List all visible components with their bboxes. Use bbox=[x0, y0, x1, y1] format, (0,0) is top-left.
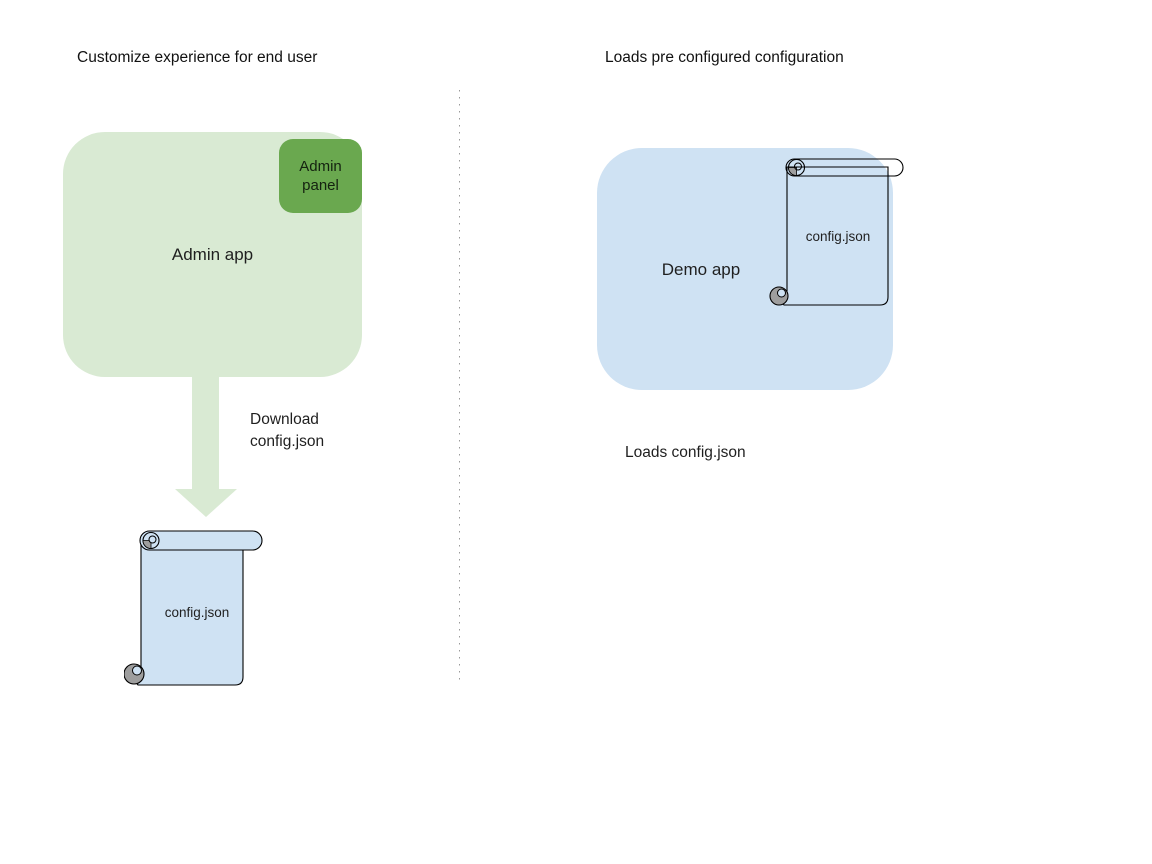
demo-app-label: Demo app bbox=[661, 260, 741, 279]
download-arrow-head bbox=[175, 489, 237, 517]
config-file-label-left: config.json bbox=[164, 605, 230, 620]
download-arrow-stem bbox=[192, 376, 219, 489]
section-divider bbox=[459, 90, 460, 685]
admin-app-label: Admin app bbox=[171, 244, 254, 264]
config-file-scroll-left bbox=[124, 530, 263, 686]
loads-config-caption: Loads config.json bbox=[625, 444, 746, 461]
admin-panel-label: Admin panel bbox=[299, 158, 342, 194]
left-section-title: Customize experience for end user bbox=[77, 49, 318, 66]
right-section-title: Loads pre configured configuration bbox=[605, 49, 844, 66]
config-file-label-right: config.json bbox=[805, 229, 871, 244]
download-config-label: Download config.json bbox=[250, 411, 325, 450]
config-file-scroll-right bbox=[769, 158, 904, 306]
demo-app-box bbox=[597, 148, 893, 390]
admin-panel-badge: Admin panel bbox=[279, 139, 362, 213]
